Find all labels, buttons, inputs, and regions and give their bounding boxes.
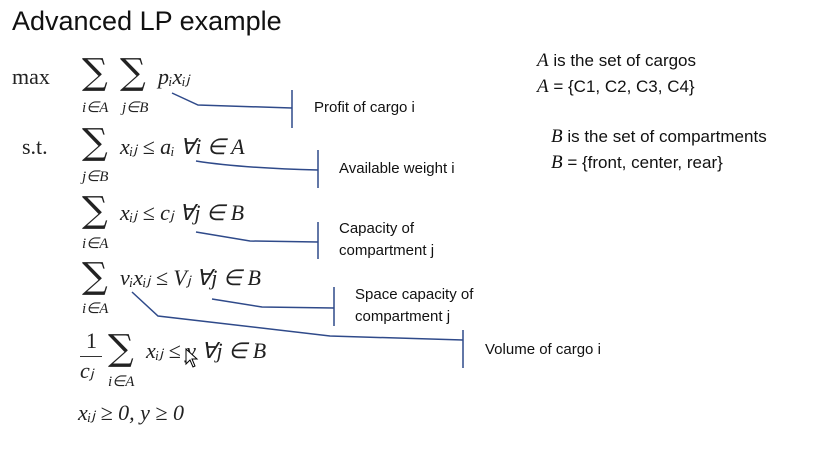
objective-expression: pᵢxᵢⱼ — [158, 64, 190, 89]
set-a-values: A = {C1, C2, C3, C4} — [537, 76, 695, 97]
sum-symbol: ∑ — [120, 52, 146, 93]
constraint-2-sub: i∈A — [82, 236, 109, 252]
constraint-4-expression: xᵢⱼ ≤ y ∀j ∈ B — [146, 338, 267, 363]
fraction-denominator: cⱼ — [80, 358, 94, 383]
constraint-1-expression: xᵢⱼ ≤ aᵢ ∀i ∈ A — [120, 134, 245, 159]
fraction-bar — [80, 356, 102, 357]
objective-sub-i: i∈A — [82, 100, 109, 116]
sum-symbol: ∑ — [108, 328, 134, 369]
constraint-3-sub: i∈A — [82, 301, 109, 317]
set-b-definition: B is the set of compartments — [551, 126, 767, 147]
subject-to-label: s.t. — [22, 134, 48, 159]
constraint-1-sub: j∈B — [82, 169, 109, 185]
sum-symbol: ∑ — [82, 256, 108, 297]
annotation-volume: Volume of cargo i — [485, 341, 601, 358]
callout-line-volume — [131, 291, 464, 368]
sum-symbol: ∑ — [82, 190, 108, 231]
set-b-values: B = {front, center, rear} — [551, 152, 723, 173]
callout-line-weight — [195, 150, 319, 188]
objective-sub-j: j∈B — [122, 100, 149, 116]
set-a-definition: A is the set of cargos — [537, 50, 697, 71]
annotation-weight: Available weight i — [339, 160, 455, 177]
callout-line-space — [211, 287, 335, 326]
mouse-cursor-icon — [185, 347, 199, 368]
callout-line-profit — [171, 90, 293, 128]
callout-line-capacity — [195, 222, 319, 259]
constraint-2-expression: xᵢⱼ ≤ cⱼ ∀j ∈ B — [120, 200, 245, 225]
annotation-profit: Profit of cargo i — [314, 99, 415, 116]
sum-symbol: ∑ — [82, 52, 108, 93]
nonnegativity-constraint: xᵢⱼ ≥ 0, y ≥ 0 — [78, 400, 185, 425]
sum-symbol: ∑ — [82, 122, 108, 163]
max-label: max — [12, 64, 50, 89]
constraint-4-sub: i∈A — [108, 374, 135, 390]
slide-title: Advanced LP example — [12, 6, 282, 36]
constraint-3-expression: vᵢxᵢⱼ ≤ Vⱼ ∀j ∈ B — [120, 265, 261, 290]
fraction-numerator: 1 — [86, 328, 97, 353]
